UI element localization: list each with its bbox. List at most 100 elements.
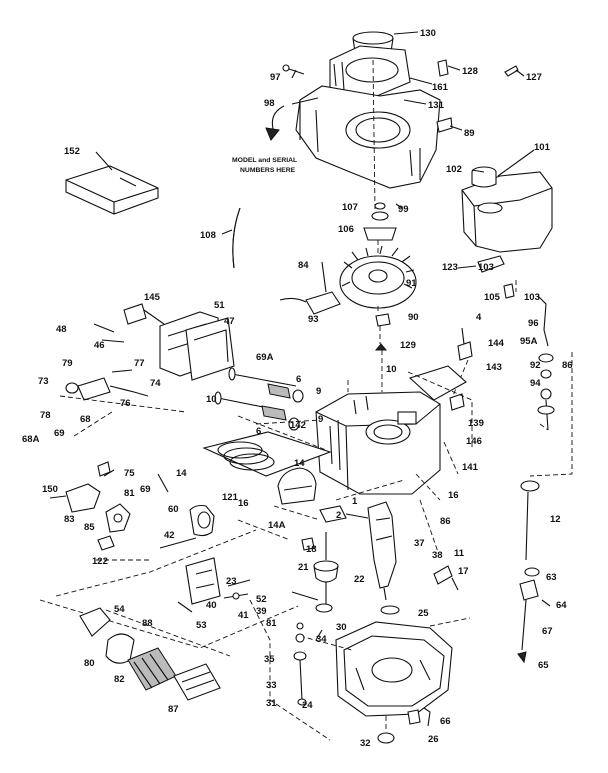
part-label-39: 39 [256, 606, 267, 617]
part-label-34: 34 [316, 634, 327, 645]
part-label-38: 38 [432, 550, 443, 561]
part-label-78: 78 [40, 410, 51, 421]
part-label-145: 145 [144, 292, 161, 303]
callout-line-2: NUMBERS HERE [240, 167, 296, 174]
part-label-130: 130 [420, 28, 436, 39]
owners-manual-152 [65, 165, 159, 215]
part-label-105: 105 [484, 292, 501, 303]
part-label-63: 63 [546, 572, 557, 583]
part-label-47: 47 [224, 316, 235, 327]
cylinder-block-1 [315, 391, 441, 495]
part-label-14: 14 [176, 468, 187, 479]
flywheel-123 [339, 202, 417, 351]
part-label-144: 144 [488, 338, 505, 349]
part-label-102: 102 [446, 164, 462, 175]
part-label-107: 107 [342, 202, 358, 213]
part-label-150: 150 [42, 484, 58, 495]
part-label-16: 16 [448, 490, 459, 501]
part-label-40: 40 [206, 600, 217, 611]
model-serial-callout: MODEL and SERIAL NUMBERS HERE [232, 157, 297, 174]
part-label-67: 67 [542, 626, 553, 637]
part-label-2: 2 [336, 510, 341, 521]
part-label-81: 81 [124, 488, 135, 499]
part-label-26: 26 [428, 734, 439, 745]
part-label-35: 35 [264, 654, 275, 665]
part-label-91: 91 [406, 278, 417, 289]
fuel-tank-101 [461, 166, 553, 253]
part-label-86: 86 [562, 360, 573, 371]
part-label-28: 28 [0, 0, 11, 3]
part-label-121: 121 [222, 492, 239, 503]
part-label-99: 99 [398, 204, 409, 215]
part-label-64: 64 [556, 600, 567, 611]
armature-90 [279, 261, 341, 315]
part-label-68: 68 [80, 414, 91, 425]
part-label-9: 9 [316, 386, 321, 397]
part-label-69: 69 [140, 484, 151, 495]
tappet-parts [293, 622, 323, 706]
part-label-79: 79 [62, 358, 73, 369]
part-label-74: 74 [150, 378, 161, 389]
part-label-97: 97 [270, 72, 281, 83]
part-label-103: 103 [478, 262, 494, 273]
part-label-11: 11 [454, 548, 465, 559]
valve-assembly [214, 367, 304, 431]
part-label-122: 122 [92, 556, 108, 567]
part-label-33: 33 [266, 680, 277, 691]
part-label-24: 24 [302, 700, 313, 711]
camshaft-22 [291, 532, 339, 613]
part-label-60: 60 [168, 504, 179, 515]
part-label-85: 85 [84, 522, 95, 533]
part-label-82: 82 [114, 674, 125, 685]
blower-housing [265, 31, 519, 211]
part-label-152: 152 [64, 146, 80, 157]
part-label-86: 86 [440, 516, 451, 527]
part-label-23: 23 [226, 576, 237, 587]
part-label-127: 127 [526, 72, 542, 83]
part-label-73: 73 [38, 376, 49, 387]
part-label-84: 84 [298, 260, 309, 271]
part-label-9: 9 [318, 414, 323, 425]
part-label-75: 75 [124, 468, 135, 479]
part-label-10: 10 [386, 364, 397, 375]
part-label-83: 83 [64, 514, 75, 525]
part-label-54: 54 [114, 604, 125, 615]
part-label-46: 46 [94, 340, 105, 351]
part-label-52: 52 [256, 594, 267, 605]
part-label-96: 96 [528, 318, 539, 329]
part-label-51: 51 [214, 300, 225, 311]
part-label-87: 87 [168, 704, 179, 715]
part-label-6: 6 [256, 426, 261, 437]
fuel-line-84 [232, 207, 241, 269]
part-label-6: 6 [296, 374, 301, 385]
part-label-76: 76 [120, 398, 131, 409]
part-label-14: 14 [294, 458, 305, 469]
part-label-143: 143 [486, 362, 502, 373]
part-label-10: 10 [206, 394, 217, 405]
part-label-101: 101 [534, 142, 551, 153]
part-label-93: 93 [308, 314, 319, 325]
part-label-1: 1 [352, 496, 358, 507]
part-label-4: 4 [476, 312, 482, 323]
carburetor-assembly [59, 303, 235, 437]
part-label-139: 139 [468, 418, 484, 429]
intake-parts [49, 461, 257, 597]
part-label-128: 128 [462, 66, 478, 77]
part-label-53: 53 [196, 620, 207, 631]
oil-sump-25 [299, 617, 471, 744]
part-label-65: 65 [538, 660, 549, 671]
part-label-21: 21 [298, 562, 309, 573]
part-label-92: 92 [530, 360, 541, 371]
part-label-108: 108 [200, 230, 216, 241]
part-label-14a: 14A [268, 520, 286, 531]
governor-bracket-52 [39, 557, 299, 649]
part-label-32: 32 [360, 738, 371, 749]
part-label-18: 18 [306, 544, 317, 555]
part-label-81: 81 [266, 618, 277, 629]
part-label-161: 161 [432, 82, 449, 93]
part-label-89: 89 [464, 128, 475, 139]
part-label-68a: 68A [22, 434, 40, 445]
part-label-146: 146 [466, 436, 482, 447]
